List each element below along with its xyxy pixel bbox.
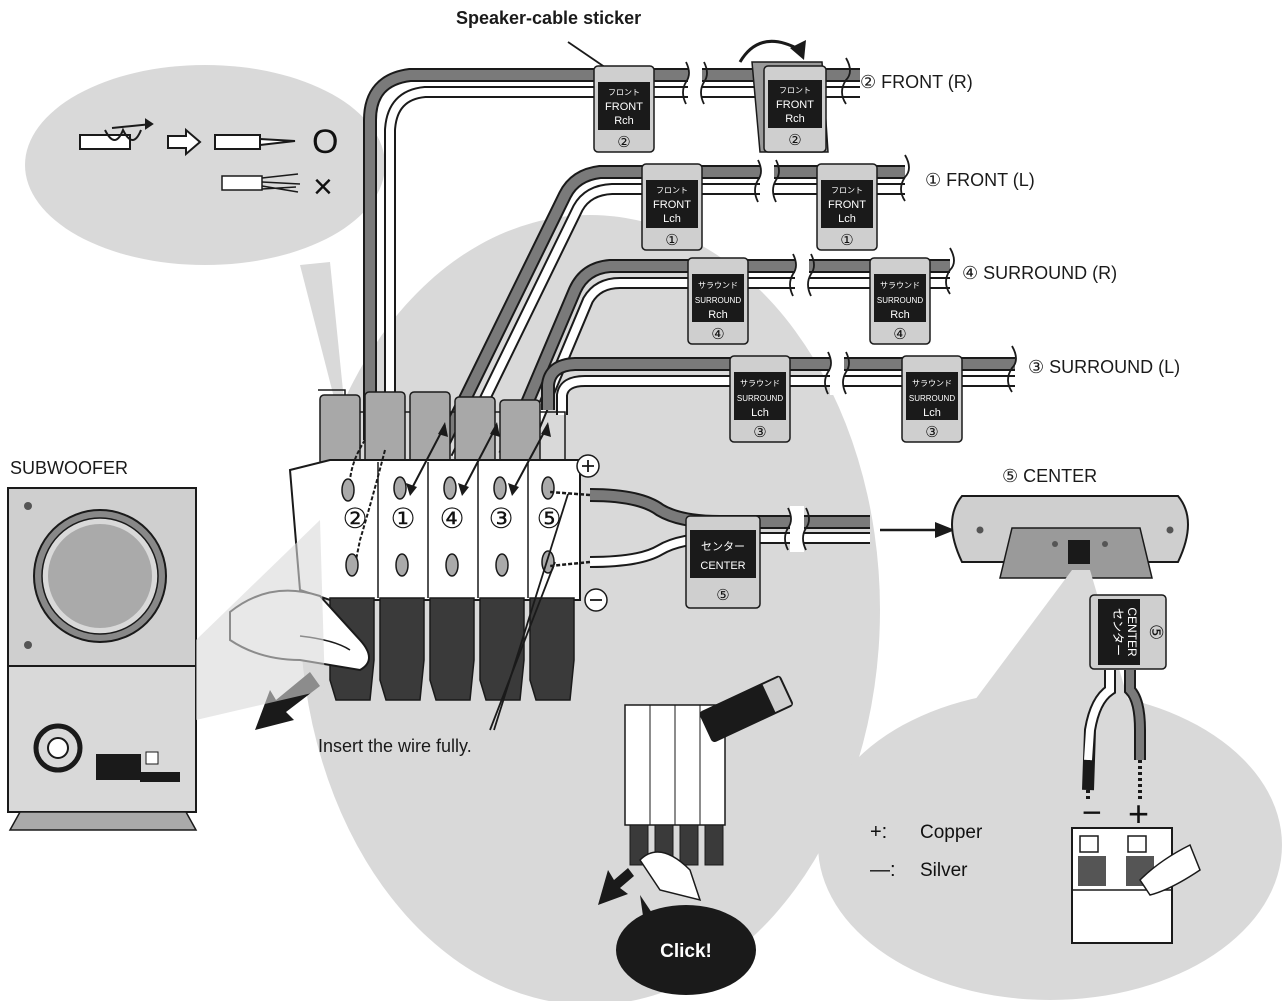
- svg-text:①: ①: [840, 232, 853, 249]
- svg-text:センター: センター: [701, 540, 745, 553]
- svg-text:サラウンド: サラウンド: [698, 281, 738, 290]
- insert-wire-label: Insert the wire fully.: [318, 736, 472, 756]
- svg-text:Rch: Rch: [708, 309, 728, 321]
- svg-text:サラウンド: サラウンド: [912, 379, 952, 388]
- terminal-num-3: ④: [439, 503, 464, 534]
- label-surround-l: ③ SURROUND (L): [1028, 357, 1180, 377]
- click-label: Click!: [660, 941, 712, 962]
- front-l-cable: [433, 154, 910, 461]
- copper-sign: +:: [870, 821, 887, 843]
- label-surround-r: ④ SURROUND (R): [962, 263, 1117, 283]
- svg-text:フロント: フロント: [608, 88, 640, 97]
- terminal-block: ② ① ④ ③ ⑤: [288, 389, 591, 701]
- svg-text:②: ②: [617, 134, 630, 151]
- sticker-surround-r-2: サラウンド SURROUND Rch ④: [869, 257, 931, 345]
- center-sticker-num-vertical: ⑤: [1146, 624, 1166, 640]
- svg-text:SURROUND: SURROUND: [877, 296, 923, 305]
- svg-text:②: ②: [788, 132, 801, 149]
- svg-text:Lch: Lch: [923, 407, 941, 419]
- terminal-num-2: ①: [390, 503, 415, 534]
- svg-text:SURROUND: SURROUND: [737, 394, 783, 403]
- label-front-l: ① FRONT (L): [925, 170, 1035, 190]
- subwoofer-label: SUBWOOFER: [10, 458, 128, 478]
- center-terminal-closeup: [1071, 827, 1201, 944]
- svg-text:Rch: Rch: [890, 309, 910, 321]
- center-arrow-icon: [935, 522, 955, 538]
- insert-leader-2: [493, 493, 569, 731]
- inset-terminal: [624, 675, 793, 902]
- svg-text:FRONT: FRONT: [828, 199, 866, 211]
- svg-text:FRONT: FRONT: [653, 199, 691, 211]
- click-bubble: [616, 895, 756, 995]
- ng-mark: ×: [313, 168, 333, 206]
- svg-text:Rch: Rch: [614, 115, 634, 127]
- subwoofer-unit: [7, 487, 198, 831]
- sticker-front-l-2: フロント FRONT Lch ①: [816, 163, 878, 251]
- subwoofer-zoom-beam: [196, 520, 325, 720]
- center-wire-ends: [1082, 670, 1146, 800]
- silver-label: Silver: [920, 860, 968, 881]
- arrow-right-icon: [167, 127, 202, 157]
- svg-text:Lch: Lch: [838, 213, 856, 225]
- terminal-num-4: ③: [488, 503, 513, 534]
- copper-label: Copper: [920, 822, 983, 843]
- fold-arrow-icon: [738, 40, 801, 63]
- sticker-surround-l-1: サラウンド SURROUND Lch ③: [729, 355, 791, 443]
- svg-text:⑤: ⑤: [716, 587, 729, 604]
- svg-text:Lch: Lch: [663, 213, 681, 225]
- svg-text:フロント: フロント: [656, 186, 688, 195]
- inset-push-arrow-icon: [598, 868, 634, 905]
- surround-l-cable: [541, 345, 1017, 415]
- center-sticker-en-vertical: CENTER: [1125, 607, 1139, 657]
- svg-text:③: ③: [753, 424, 766, 441]
- good-wire-icon: [214, 134, 296, 150]
- svg-text:サラウンド: サラウンド: [880, 281, 920, 290]
- svg-text:④: ④: [893, 326, 906, 343]
- label-front-r: ② FRONT (R): [860, 72, 973, 92]
- ok-mark: O: [312, 123, 338, 161]
- sticker-front-l-1: フロント FRONT Lch ①: [641, 163, 703, 251]
- center-speaker: [951, 495, 1189, 579]
- svg-text:FRONT: FRONT: [605, 101, 643, 113]
- silver-sign: —:: [870, 859, 896, 881]
- center-label: ⑤ CENTER: [1002, 466, 1097, 486]
- front-r-cable: [363, 57, 860, 450]
- fold-arrow-head-icon: [790, 40, 806, 60]
- minus-symbol-icon: [584, 588, 608, 612]
- twisted-wire-icon: [79, 118, 154, 150]
- svg-text:フロント: フロント: [831, 186, 863, 195]
- svg-text:④: ④: [711, 326, 724, 343]
- sticker-front-r-1: フロント FRONT Rch ②: [593, 65, 655, 153]
- svg-text:①: ①: [665, 232, 678, 249]
- plus-symbol-icon: [576, 454, 600, 478]
- sticker-surround-r-1: サラウンド SURROUND Rch ④: [687, 257, 749, 345]
- center-sticker-vertical: [1089, 594, 1167, 670]
- sticker-front-r-2: フロント FRONT Rch ②: [751, 61, 829, 153]
- svg-text:FRONT: FRONT: [776, 99, 814, 111]
- terminal-minus: −: [1082, 794, 1102, 832]
- center-zoom-circle: [818, 690, 1282, 1000]
- svg-text:サラウンド: サラウンド: [740, 379, 780, 388]
- insert-leader-1: [489, 561, 556, 731]
- svg-text:CENTER: CENTER: [700, 560, 745, 572]
- svg-text:③: ③: [925, 424, 938, 441]
- frayed-wire-icon: [221, 173, 301, 193]
- svg-text:フロント: フロント: [779, 86, 811, 95]
- sticker-title: Speaker-cable sticker: [456, 8, 641, 28]
- center-sticker-jp-vertical: センター: [1111, 608, 1125, 656]
- wire-twist-bubble: O ×: [25, 65, 385, 460]
- terminal-plus: +: [1128, 793, 1149, 834]
- svg-text:Lch: Lch: [751, 407, 769, 419]
- sticker-surround-l-2: サラウンド SURROUND Lch ③: [901, 355, 963, 443]
- svg-text:SURROUND: SURROUND: [695, 296, 741, 305]
- svg-text:SURROUND: SURROUND: [909, 394, 955, 403]
- sticker-center: センター CENTER ⑤: [685, 515, 761, 609]
- surround-r-cable: [498, 247, 955, 465]
- svg-text:Rch: Rch: [785, 113, 805, 125]
